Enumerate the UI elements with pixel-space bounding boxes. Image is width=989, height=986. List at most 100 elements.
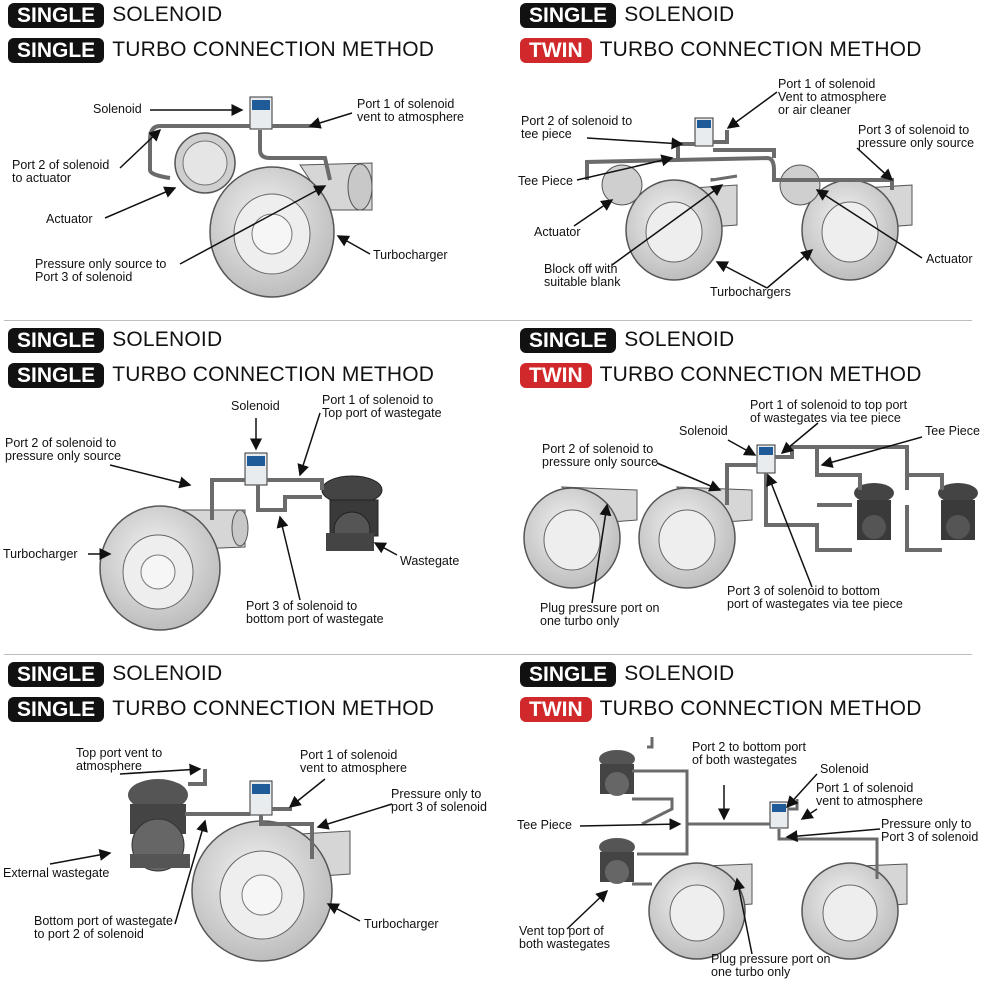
- label-turbocharger: Turbocharger: [364, 917, 439, 931]
- divider: [4, 320, 972, 321]
- turbocharger-right: [801, 862, 908, 960]
- label-pressure-source: Pressure only source to Port 3 of soleno…: [35, 257, 167, 284]
- solenoid: [244, 452, 268, 486]
- label-port1: Port 1 of solenoid Vent to atmosphere or…: [778, 77, 887, 117]
- wastegate-right: [938, 483, 978, 540]
- label-port3: Port 3 of solenoid to bottom port of was…: [727, 584, 903, 611]
- label-port1: Port 1 of solenoid to Top port of wasteg…: [322, 393, 442, 420]
- label-block-off: Block off with suitable blank: [544, 262, 621, 289]
- label-pressure-port3: Pressure only to port 3 of solenoid: [391, 787, 487, 814]
- panel-twin-external-wastegates: SINGLE SOLENOID TWIN TURBO CONNECTION ME…: [512, 659, 989, 986]
- label-port1: Port 1 of solenoid vent to atmosphere: [816, 781, 924, 808]
- label-top-port-vent: Top port vent to atmosphere: [76, 746, 163, 773]
- header-connection-method: TWIN TURBO CONNECTION METHOD: [520, 37, 922, 63]
- label-plug-port: Plug pressure port on one turbo only: [711, 952, 831, 979]
- diagram-twin-wastegates: [523, 422, 978, 604]
- header-solenoid: SINGLE SOLENOID: [8, 661, 222, 687]
- external-wastegate: [128, 779, 190, 872]
- badge-single: SINGLE: [8, 327, 105, 353]
- turbocharger-right: [638, 486, 753, 589]
- actuator: [174, 132, 236, 194]
- label-solenoid: Solenoid: [231, 399, 280, 413]
- badge-single: SINGLE: [520, 661, 617, 687]
- header-title: SOLENOID: [624, 328, 735, 351]
- label-external-wastegate: External wastegate: [3, 866, 110, 880]
- wastegate-left: [854, 483, 894, 540]
- label-pressure-port3: Pressure only to Port 3 of solenoid: [881, 817, 979, 844]
- header-solenoid: SINGLE SOLENOID: [520, 327, 734, 353]
- actuator-right: [779, 164, 821, 206]
- header-connection-method: SINGLE TURBO CONNECTION METHOD: [8, 696, 434, 722]
- badge-single: SINGLE: [8, 362, 105, 388]
- header-title: TURBO CONNECTION METHOD: [112, 697, 435, 720]
- diagram-twin-external-wastegates: [566, 737, 908, 960]
- header-title: SOLENOID: [624, 3, 735, 26]
- label-port1: Port 1 of solenoid vent to atmosphere: [300, 748, 408, 775]
- badge-single: SINGLE: [8, 2, 105, 28]
- turbocharger-right: [801, 179, 913, 281]
- badge-single: SINGLE: [520, 2, 617, 28]
- label-port2: Port 2 of solenoid to tee piece: [521, 114, 633, 141]
- header-solenoid: SINGLE SOLENOID: [8, 2, 222, 28]
- header-title: SOLENOID: [624, 662, 735, 685]
- label-vent-top-port: Vent top port of both wastegates: [519, 924, 611, 951]
- diagram-external-wastegate: [49, 763, 393, 962]
- wastegate-bottom: [599, 838, 635, 884]
- header-solenoid: SINGLE SOLENOID: [8, 327, 222, 353]
- label-port2: Port 2 of solenoid to pressure only sour…: [542, 442, 659, 469]
- badge-single: SINGLE: [520, 327, 617, 353]
- label-solenoid: Solenoid: [93, 102, 142, 116]
- header-connection-method: TWIN TURBO CONNECTION METHOD: [520, 362, 922, 388]
- label-turbocharger: Turbocharger: [3, 547, 78, 561]
- badge-twin: TWIN: [520, 37, 592, 63]
- solenoid: [249, 780, 273, 816]
- turbocharger-left: [523, 486, 638, 589]
- turbocharger: [191, 820, 351, 962]
- turbocharger: [209, 162, 373, 298]
- label-actuator: Actuator: [46, 212, 93, 226]
- label-solenoid: Solenoid: [679, 424, 728, 438]
- label-port1: Port 1 of solenoid vent to atmosphere: [357, 97, 465, 124]
- header-title: TURBO CONNECTION METHOD: [599, 38, 922, 61]
- wastegate-top: [599, 750, 635, 796]
- badge-twin: TWIN: [520, 362, 592, 388]
- label-port2: Port 2 of solenoid to actuator: [12, 158, 110, 185]
- label-wastegate: Wastegate: [400, 554, 460, 568]
- label-bottom-port: Bottom port of wastegate to port 2 of so…: [34, 914, 173, 941]
- solenoid: [249, 96, 273, 130]
- label-actuator-left: Actuator: [534, 225, 581, 239]
- diagram-single-actuator: [104, 96, 373, 298]
- label-port3: Port 3 of solenoid to bottom port of was…: [246, 599, 384, 626]
- label-port3: Port 3 of solenoid to pressure only sour…: [858, 123, 975, 150]
- badge-twin: TWIN: [520, 696, 592, 722]
- label-tee-piece: Tee Piece: [925, 424, 980, 438]
- label-solenoid: Solenoid: [820, 762, 869, 776]
- header-connection-method: TWIN TURBO CONNECTION METHOD: [520, 696, 922, 722]
- label-tee-piece: Tee Piece: [518, 174, 573, 188]
- label-port2-bottom: Port 2 to bottom port of both wastegates: [692, 740, 806, 767]
- header-title: TURBO CONNECTION METHOD: [112, 363, 435, 386]
- label-port1: Port 1 of solenoid to top port of wasteg…: [750, 398, 908, 425]
- divider: [4, 654, 972, 655]
- label-plug-port: Plug pressure port on one turbo only: [540, 601, 660, 628]
- diagram-twin-actuators: [573, 91, 923, 289]
- panel-twin-turbo-wastegates: SINGLE SOLENOID TWIN TURBO CONNECTION ME…: [512, 325, 989, 652]
- label-actuator-right: Actuator: [926, 252, 973, 266]
- header-title: TURBO CONNECTION METHOD: [112, 38, 435, 61]
- turbocharger-left: [648, 862, 753, 960]
- turbocharger-left: [625, 179, 738, 281]
- label-port2: Port 2 of solenoid to pressure only sour…: [5, 436, 122, 463]
- actuator-left: [601, 164, 643, 206]
- panel-twin-turbo-actuators: SINGLE SOLENOID TWIN TURBO CONNECTION ME…: [512, 0, 989, 327]
- wastegate: [321, 475, 383, 551]
- header-title: SOLENOID: [112, 662, 223, 685]
- header-solenoid: SINGLE SOLENOID: [520, 2, 734, 28]
- label-tee-piece: Tee Piece: [517, 818, 572, 832]
- header-title: TURBO CONNECTION METHOD: [599, 363, 922, 386]
- badge-single: SINGLE: [8, 661, 105, 687]
- header-title: TURBO CONNECTION METHOD: [599, 697, 922, 720]
- solenoid: [694, 117, 714, 147]
- header-title: SOLENOID: [112, 328, 223, 351]
- badge-single: SINGLE: [8, 696, 105, 722]
- turbocharger: [99, 505, 249, 631]
